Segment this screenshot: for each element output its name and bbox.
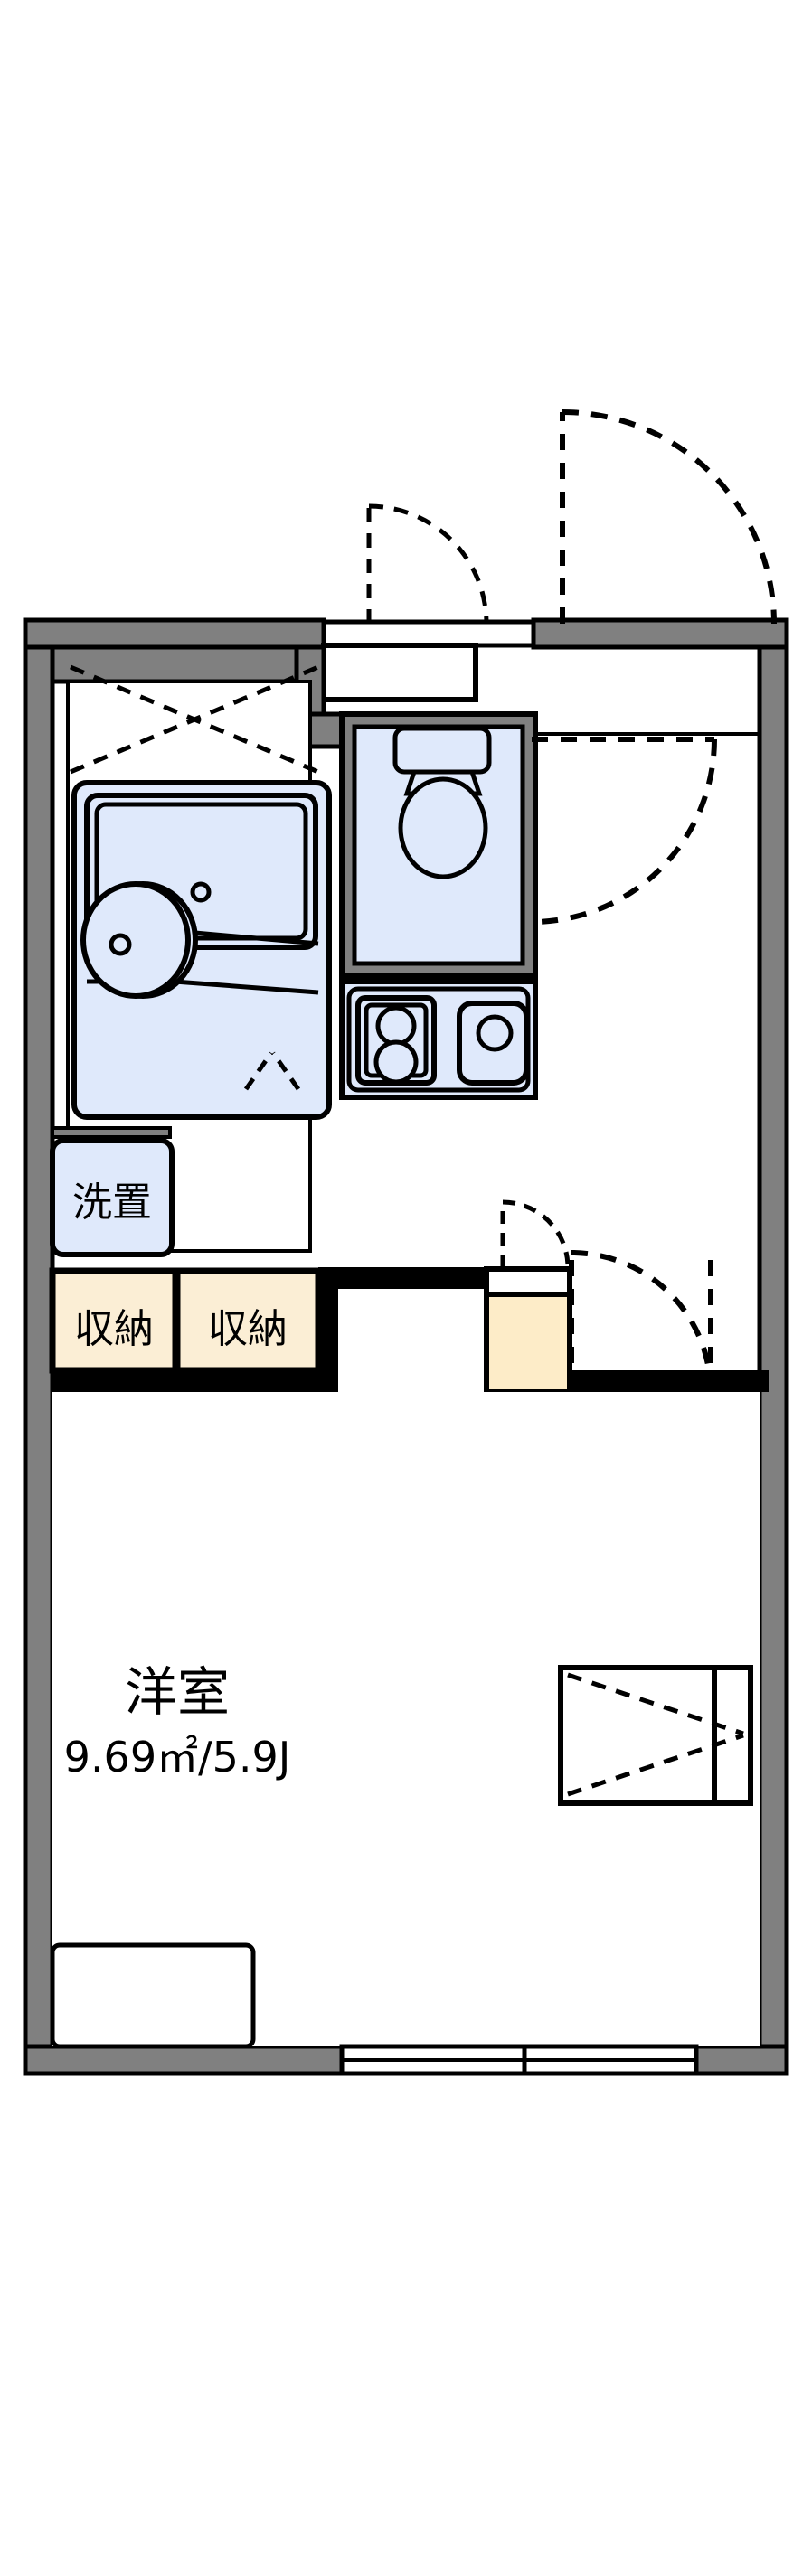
washer-label: 洗置 (72, 1180, 152, 1226)
bath-door-folding-indicator[interactable] (70, 664, 319, 775)
storage-left-label: 収納 (74, 1306, 154, 1352)
room-label-group: 洋室 9.69㎡/5.9J (64, 1661, 291, 1782)
storage-closet-right: 収納 (174, 1267, 322, 1374)
room-area-label: 9.69㎡/5.9J (64, 1733, 291, 1782)
meter-box (321, 643, 478, 702)
toilet-door[interactable] (531, 732, 760, 925)
page-title: 洋室 (125, 1661, 230, 1723)
wash-basin-fixture (80, 881, 319, 1009)
room-window (50, 1942, 256, 2049)
bottom-sliding-window (339, 2044, 699, 2076)
toilet-fixture (392, 726, 492, 879)
service-opening-top (321, 619, 536, 648)
washing-machine-space: 洗置 (50, 1126, 175, 1257)
entrance-door[interactable] (560, 409, 777, 625)
shoe-cabinet-door[interactable] (500, 1199, 571, 1268)
bath-corner-marks (243, 1051, 301, 1091)
entrance-threshold (533, 645, 760, 647)
storage-right-label: 収納 (208, 1306, 288, 1352)
balcony-window (558, 1665, 753, 1806)
storage-closet-left: 収納 (49, 1267, 179, 1374)
kitchen-sink (457, 1001, 529, 1086)
meter-box-door[interactable] (366, 503, 489, 625)
living-room-door[interactable] (569, 1250, 713, 1393)
two-burner-stove (355, 995, 437, 1086)
shoe-cabinet (484, 1266, 572, 1395)
